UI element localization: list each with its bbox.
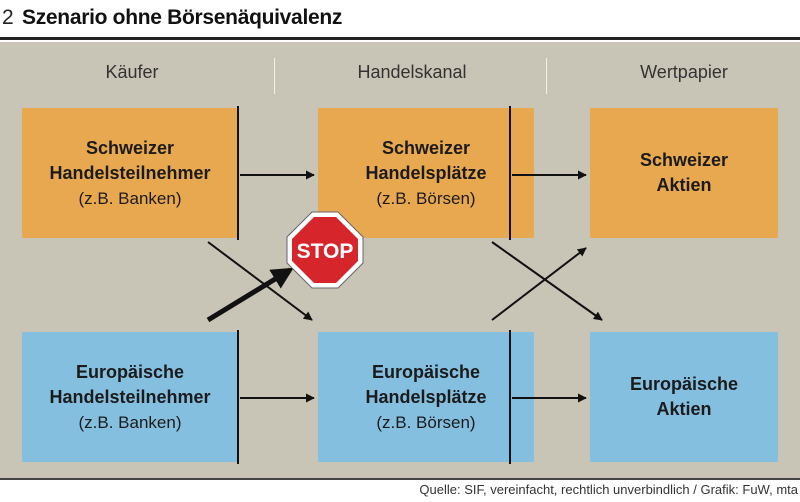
page-title: Szenario ohne Börsenäquivalenz	[22, 6, 343, 29]
box-line: Schweizer	[85, 137, 175, 158]
box-line: Handelsplätze	[365, 386, 487, 407]
title-rule	[0, 37, 800, 40]
column-header-buyer: Käufer	[105, 62, 159, 82]
arrow-european-venue-to-swiss-stock	[491, 247, 587, 321]
box-line: Europäische	[629, 374, 739, 394]
box-line: (z.B. Börsen)	[376, 412, 476, 432]
box-line: Europäische	[75, 361, 185, 382]
source-note: Quelle: SIF, vereinfacht, rechtlich unve…	[419, 482, 798, 497]
box-line: Schweizer	[381, 137, 471, 158]
column-separator	[274, 58, 275, 94]
bottom-rule	[0, 478, 800, 480]
column-header-security: Wertpapier	[640, 62, 728, 82]
arrow-swiss-buyer-to-european-venue	[207, 241, 313, 321]
stop-sign-icon: STOP	[286, 211, 364, 289]
box-european-buyer: Europäische Handelsteilnehmer (z.B. Bank…	[22, 332, 238, 462]
box-line: Aktien	[656, 175, 712, 195]
figure-number: 2	[2, 6, 14, 29]
arrow-european-buyer-to-swiss-venue-blocked	[206, 267, 294, 323]
column-header-channel: Handelskanal	[357, 62, 467, 82]
box-line: (z.B. Banken)	[78, 412, 182, 432]
box-line: Handelsteilnehmer	[49, 162, 211, 183]
box-line: Aktien	[656, 399, 712, 419]
box-line: Handelsteilnehmer	[49, 386, 211, 407]
box-swiss-buyer: Schweizer Handelsteilnehmer (z.B. Banken…	[22, 108, 238, 238]
stop-sign-label: STOP	[297, 240, 354, 263]
box-european-venue: Europäische Handelsplätze (z.B. Börsen)	[318, 332, 534, 462]
box-line: Handelsplätze	[365, 162, 487, 183]
box-swiss-venue: Schweizer Handelsplätze (z.B. Börsen)	[318, 108, 534, 238]
arrow-swiss-venue-to-european-stock	[491, 241, 603, 321]
title-bar: 2 Szenario ohne Börsenäquivalenz	[0, 0, 800, 38]
column-separator	[546, 58, 547, 94]
box-line: Schweizer	[639, 150, 729, 170]
box-line: Europäische	[371, 361, 481, 382]
box-european-stock: Europäische Aktien	[590, 332, 778, 462]
box-line: (z.B. Börsen)	[376, 188, 476, 208]
box-swiss-stock: Schweizer Aktien	[590, 108, 778, 238]
box-line: (z.B. Banken)	[78, 188, 182, 208]
